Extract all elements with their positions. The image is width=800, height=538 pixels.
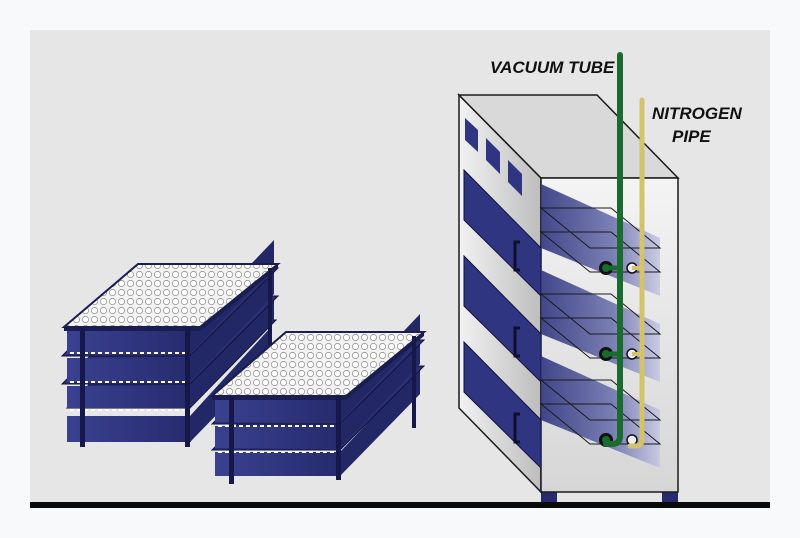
nitrogen-pipe-label-line2: PIPE (672, 127, 711, 146)
tray-stack-small (209, 314, 427, 484)
floor-line (30, 502, 770, 508)
vacuum-chamber-cabinet (457, 93, 680, 502)
nitrogen-pipe-label-line1: NITROGEN (652, 104, 742, 123)
tray-stack-large (60, 240, 281, 447)
vacuum-tube-label: VACUUM TUBE (490, 58, 615, 77)
vacuum-tube (603, 52, 623, 447)
nitrogen-pipe (627, 97, 645, 449)
